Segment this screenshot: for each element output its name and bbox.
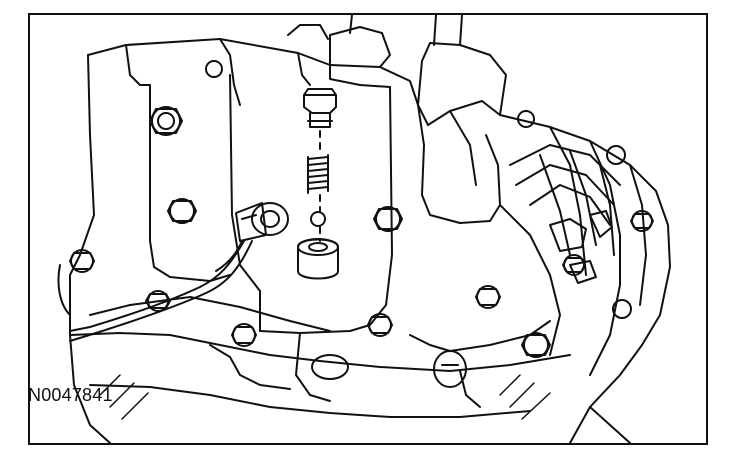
case-bolts — [69, 60, 654, 358]
bolt-far-right — [630, 210, 654, 232]
bolt-bottom-left — [231, 323, 257, 347]
case-hatching — [99, 374, 551, 420]
drain-plug — [311, 350, 467, 388]
transmission-case-illustration — [57, 15, 671, 443]
bolt-top-right — [517, 110, 632, 319]
detent-bore — [297, 238, 339, 280]
bolt-center-low — [367, 313, 393, 337]
transmission-case-body — [69, 15, 671, 443]
bolt-right-low — [521, 332, 551, 358]
figure-frame — [28, 13, 708, 445]
figure-id-label: N0047841 — [28, 385, 113, 405]
wire-harness — [57, 240, 253, 342]
detent-spring — [307, 154, 329, 194]
bolt-center — [373, 206, 403, 232]
case-ribs — [509, 144, 621, 284]
bolt-right-mid — [475, 285, 501, 309]
bolt-right — [562, 254, 586, 276]
bolt-mid-left — [167, 198, 197, 224]
electrical-connector — [235, 202, 289, 242]
bolt-top-small — [205, 60, 223, 78]
detent-ball — [310, 211, 326, 227]
detent-plug — [303, 88, 337, 128]
bolt-upper-left — [149, 106, 183, 136]
bolt-far-left — [69, 249, 95, 273]
